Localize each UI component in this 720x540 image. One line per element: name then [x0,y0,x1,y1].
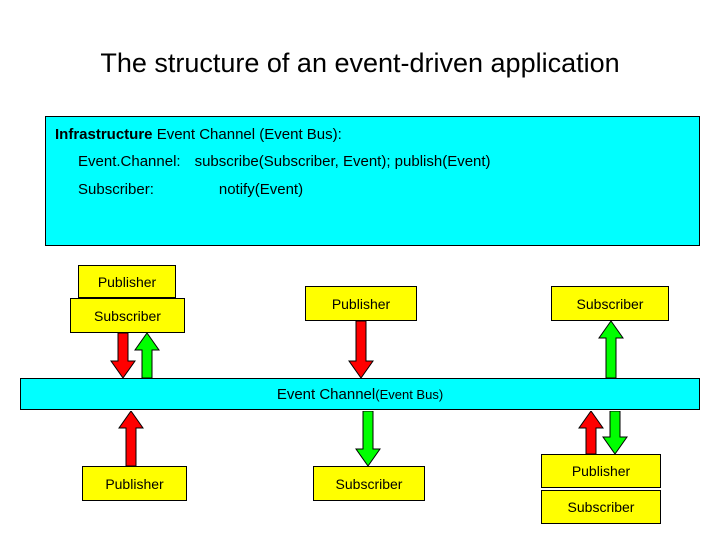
arrow-bottom-left-up-red [118,411,144,467]
node-top-mid-publisher[interactable]: Publisher [305,286,417,321]
event-channel-label: Event Channel [276,385,376,403]
node-top-right-subscriber[interactable]: Subscriber [551,286,669,321]
arrow-top-right-up-green [598,321,624,379]
infrastructure-heading-bold: Infrastructure [55,126,153,143]
node-top-left-publisher[interactable]: Publisher [78,265,176,298]
arrow-top-mid-down-red [348,321,374,379]
infrastructure-panel: Infrastructure Event Channel (Event Bus)… [45,116,700,246]
infrastructure-channel-value: subscribe(Subscriber, Event); publish(Ev… [194,153,491,170]
arrow-bottom-mid-down-green [355,411,381,467]
infrastructure-channel-label: Event.Channel: [78,153,181,170]
node-bottom-right-subscriber[interactable]: Subscriber [541,490,661,524]
arrow-bottom-right-up-red [578,411,604,455]
node-top-left-subscriber[interactable]: Subscriber [70,298,185,333]
arrow-bottom-right-down-green [602,411,628,455]
node-bottom-left-publisher[interactable]: Publisher [82,466,187,501]
node-bottom-right-publisher[interactable]: Publisher [541,454,661,488]
infrastructure-subscriber-label: Subscriber: [78,181,154,198]
arrow-top-left-down-red [110,333,136,379]
node-bottom-mid-subscriber[interactable]: Subscriber [313,466,425,501]
event-channel-sublabel: (Event Bus) [375,386,444,402]
infrastructure-heading-rest: Event Channel (Event Bus): [152,126,342,143]
arrow-top-left-up-green [134,333,160,379]
page-title: The structure of an event-driven applica… [100,48,620,78]
event-channel-bar: Event Channel (Event Bus) [20,378,700,410]
infrastructure-subscriber-value: notify(Event) [218,181,304,198]
infrastructure-line-subscriber: Subscriber: notify(Event) [78,181,303,198]
infrastructure-line-channel: Event.Channel: subscribe(Subscriber, Even… [78,153,491,170]
infrastructure-heading: Infrastructure Event Channel (Event Bus)… [55,126,342,143]
